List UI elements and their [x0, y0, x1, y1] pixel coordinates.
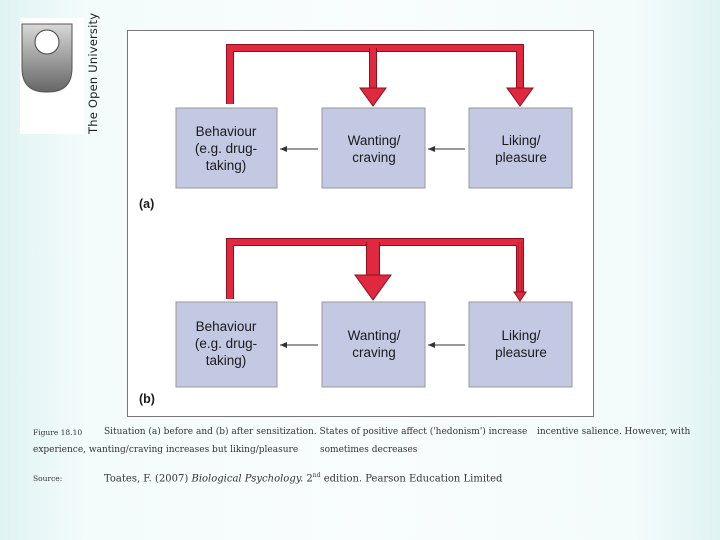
- panel-b-wanting-box: [321, 301, 426, 388]
- panel-a-behaviour-box: [175, 107, 278, 189]
- panel-a-wanting-label-1: Wanting/: [348, 133, 401, 148]
- panel-b-liking-label-1: Liking/: [501, 328, 540, 343]
- open-university-wordmark: The Open University: [86, 12, 100, 134]
- panel-b: Behaviour (e.g. drug- taking) Wanting/ c…: [139, 238, 573, 406]
- source-title: Biological Psychology.: [191, 473, 304, 485]
- panel-b-feedback-arrows: [226, 238, 527, 302]
- panel-b-wanting-label-1: Wanting/: [348, 328, 401, 343]
- caption-line-1-right: incentive salience. However, with: [537, 427, 691, 437]
- panel-b-label: (b): [139, 392, 155, 406]
- panel-a-behaviour-label-2: (e.g. drug-: [195, 141, 257, 156]
- caption-line-2-right: sometimes decreases: [320, 445, 418, 455]
- panel-a-feedback-arrows: [226, 44, 534, 107]
- open-university-logo-icon: [21, 23, 73, 93]
- panel-a: Behaviour (e.g. drug- taking) Wanting/ c…: [139, 44, 573, 211]
- panel-a-wanting-box: [321, 107, 426, 189]
- panel-a-label: (a): [139, 197, 154, 211]
- source-citation: Toates, F. (2007) Biological Psychology.…: [104, 472, 502, 484]
- open-university-logo: [20, 18, 84, 134]
- panel-a-wanting-label-2: craving: [352, 150, 396, 165]
- panel-a-behaviour-label-1: Behaviour: [196, 124, 257, 139]
- caption-line-1: Situation (a) before and (b) after sensi…: [104, 427, 528, 437]
- panel-a-liking-label-2: pleasure: [495, 150, 547, 165]
- source-edition-superscript: nd: [312, 472, 321, 479]
- panel-b-behaviour-label-3: taking): [206, 353, 247, 368]
- figure-number: Figure 18.10: [33, 428, 83, 437]
- panel-b-liking-box: [468, 301, 573, 388]
- caption-line-2: experience, wanting/craving increases bu…: [33, 445, 299, 455]
- panel-b-liking-label-2: pleasure: [495, 345, 547, 360]
- source-author: Toates, F. (2007): [104, 473, 189, 485]
- panel-b-behaviour-label-1: Behaviour: [196, 319, 257, 334]
- source-edition-number: 2: [306, 473, 313, 485]
- panel-a-behaviour-label-3: taking): [206, 158, 247, 173]
- panel-a-liking-box: [468, 107, 573, 189]
- source-label: Source:: [33, 474, 63, 483]
- panel-b-behaviour-label-2: (e.g. drug-: [195, 336, 257, 351]
- source-edition-rest: edition. Pearson Education Limited: [323, 473, 503, 485]
- panel-b-behaviour-box: [175, 301, 278, 388]
- panel-a-liking-label-1: Liking/: [501, 133, 540, 148]
- panel-b-wanting-label-2: craving: [352, 345, 396, 360]
- sensitization-diagram: Behaviour (e.g. drug- taking) Wanting/ c…: [127, 30, 594, 417]
